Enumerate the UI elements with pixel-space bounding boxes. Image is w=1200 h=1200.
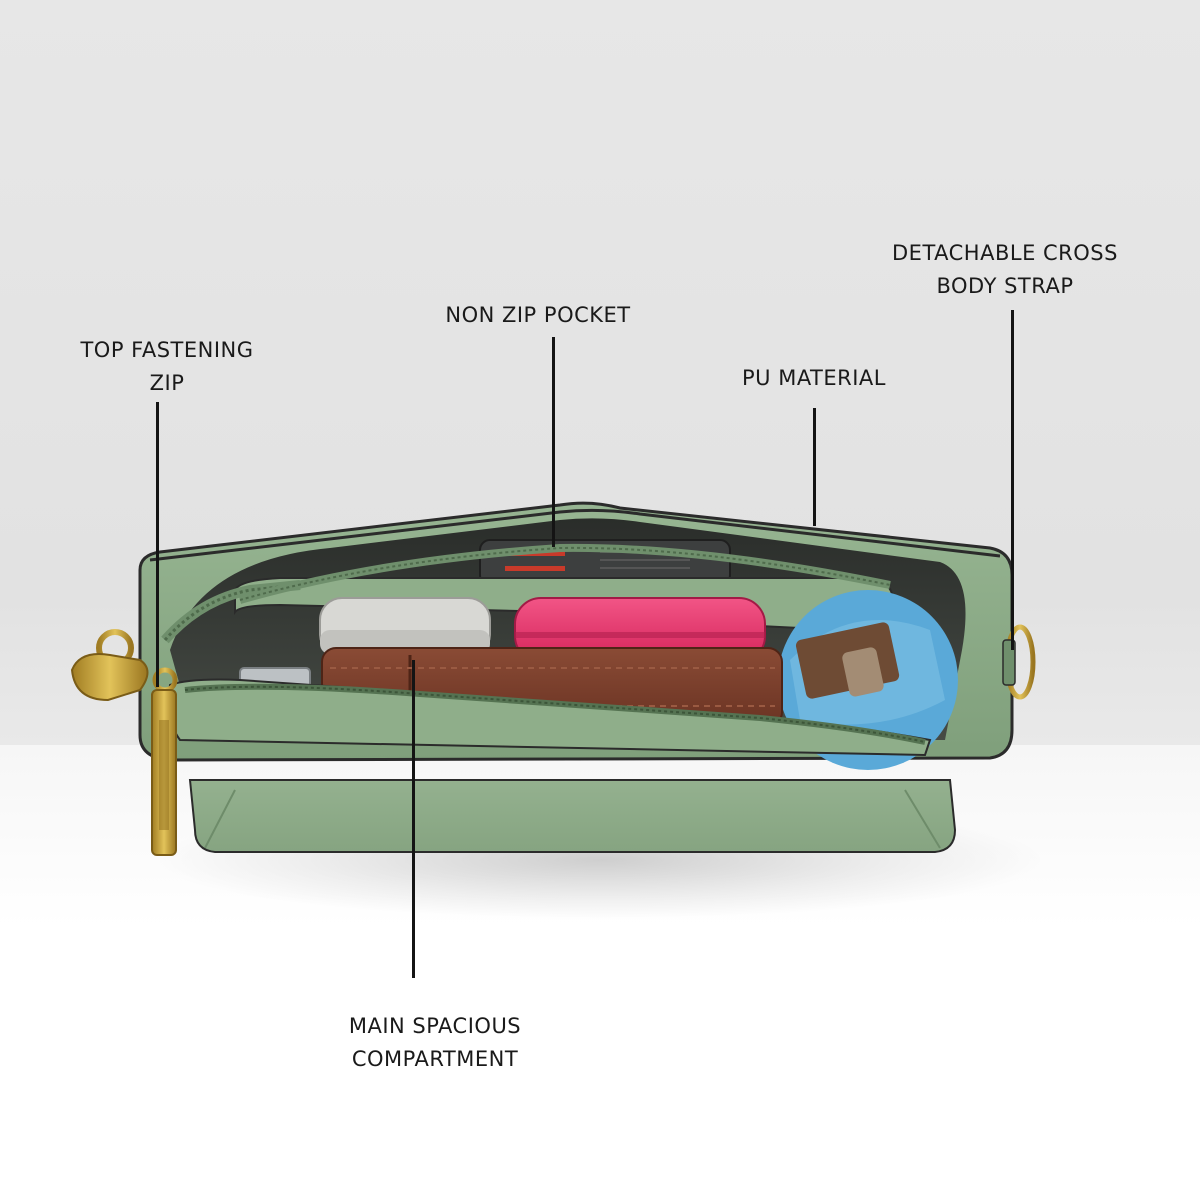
bag-bottom-panel [188, 779, 957, 853]
callout-pu-material-line-1: PU MATERIAL [741, 366, 886, 390]
leader-line-main-compartment [412, 660, 415, 978]
callout-main-compartment-line-1: MAIN SPACIOUS [348, 1014, 522, 1038]
callout-detachable-strap-line-2: BODY STRAP [936, 274, 1074, 298]
callout-detachable-strap: DETACHABLE CROSS BODY STRAP [870, 237, 1140, 303]
callout-non-zip-pocket: NON ZIP POCKET [428, 299, 648, 332]
callout-top-fastening-zip: TOP FASTENING ZIP [77, 334, 257, 400]
callout-main-compartment: MAIN SPACIOUS COMPARTMENT [320, 1010, 550, 1076]
leader-line-detachable-strap [1011, 310, 1014, 650]
leader-line-top-fastening-zip [156, 402, 159, 687]
leader-line-non-zip-pocket [552, 337, 555, 547]
callout-main-compartment-line-2: COMPARTMENT [351, 1047, 519, 1071]
callout-top-fastening-zip-line-1: TOP FASTENING [80, 338, 254, 362]
zip-clasp [70, 653, 149, 702]
callout-detachable-strap-line-1: DETACHABLE CROSS [892, 241, 1118, 265]
callout-pu-material: PU MATERIAL [714, 362, 914, 395]
callout-non-zip-pocket-line-1: NON ZIP POCKET [445, 303, 631, 327]
callout-top-fastening-zip-line-2: ZIP [149, 371, 185, 395]
leader-line-pu-material [813, 408, 816, 526]
